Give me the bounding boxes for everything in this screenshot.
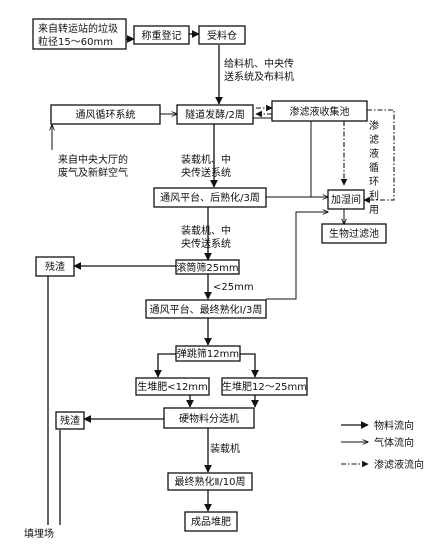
node-post-ripen-label: 通风平台、后熟化/3周: [160, 191, 260, 204]
node-hard-sep: 硬物料分选机: [163, 407, 255, 429]
node-weigh: 称重登记: [133, 25, 190, 45]
label-leachate-cycle-3: 液: [369, 147, 379, 160]
label-leachate-cycle-1: 渗: [369, 119, 379, 132]
nodes: 来自转运站的垃圾 粒径15～60mm 称重登记 受料仓 通风循环系统 隧道发酵/…: [32, 18, 387, 532]
edges: [47, 30, 395, 525]
label-feeder-line2: 送系统及布料机: [224, 70, 294, 83]
node-residue-2-label: 残渣: [60, 414, 80, 427]
legend-leachate-label: 渗滤液流向: [374, 458, 424, 471]
node-final-ripen-2-label: 最终熟化Ⅱ/10周: [174, 475, 245, 488]
node-bin-label: 受料仓: [207, 29, 237, 42]
edge-bouncescreen-rawfine: [154, 353, 176, 378]
label-leachate-cycle-5: 环: [369, 177, 379, 188]
node-source-line2: 粒径15～60mm: [38, 35, 113, 48]
label-air-source-line2: 废气及新鲜空气: [58, 166, 128, 179]
node-raw-fine-label: 生堆肥<12mm: [137, 380, 208, 393]
legend-material-label: 物料流向: [374, 419, 414, 432]
node-tunnel-label: 隧道发酵/2周: [185, 108, 245, 121]
labels: 给料机、中央传 送系统及布料机 来自中央大厅的 废气及新鲜空气 装载机、中 央传…: [24, 57, 379, 540]
edge-tunnel-humidifier: [253, 117, 328, 197]
label-loader-1-line1: 装载机、中: [181, 153, 231, 166]
node-hard-sep-label: 硬物料分选机: [179, 412, 239, 425]
node-source-line1: 来自转运站的垃圾: [38, 22, 118, 35]
node-product: 成品堆肥: [184, 511, 238, 532]
legend-gas-label: 气体流向: [374, 436, 414, 449]
node-humidifier: 加湿间: [327, 189, 365, 210]
label-leachate-cycle-4: 循: [369, 161, 379, 174]
label-loader-2-line2: 央传送系统: [181, 237, 231, 250]
label-loader-1-line2: 央传送系统: [181, 166, 231, 179]
label-feeder-line1: 给料机、中央传: [224, 57, 294, 70]
label-leachate-cycle-6: 利: [369, 190, 379, 202]
node-product-label: 成品堆肥: [191, 516, 231, 528]
node-drum-screen-label: 滚筒筛25mm: [176, 261, 238, 274]
node-final-ripen-1-label: 通风平台、最终熟化Ⅰ/3周: [150, 303, 263, 316]
node-biofilter-label: 生物过滤池: [329, 227, 379, 240]
legend: 物料流向 气体流向 渗滤液流向: [374, 419, 424, 471]
node-post-ripen: 通风平台、后熟化/3周: [153, 187, 267, 208]
node-source: 来自转运站的垃圾 粒径15～60mm: [32, 18, 127, 50]
node-final-ripen-1: 通风平台、最终熟化Ⅰ/3周: [145, 299, 267, 319]
label-loader-3: 装载机: [210, 442, 240, 455]
node-drum-screen: 滚筒筛25mm: [175, 259, 240, 275]
node-vent: 通风循环系统: [50, 104, 161, 125]
edge-bouncescreen-rawcoarse: [240, 353, 259, 378]
node-biofilter: 生物过滤池: [321, 223, 387, 244]
edge-finalripen1-humidifier: [266, 212, 328, 300]
node-raw-coarse: 生堆肥12～25mm: [221, 377, 308, 396]
node-final-ripen-2: 最终熟化Ⅱ/10周: [167, 472, 253, 491]
node-raw-fine: 生堆肥<12mm: [135, 377, 210, 396]
edge-leachate-recycle: [363, 109, 395, 204]
label-air-source-line1: 来自中央大厅的: [58, 153, 128, 166]
label-landfill: 填埋场: [24, 527, 54, 540]
node-vent-label: 通风循环系统: [76, 108, 136, 121]
label-leachate-cycle-7: 用: [369, 205, 379, 216]
node-bounce-screen-label: 弹跳筛12mm: [177, 347, 239, 360]
node-leachate-pool: 渗滤液收集池: [271, 100, 368, 122]
node-tunnel: 隧道发酵/2周: [176, 104, 254, 125]
label-lt25: <25mm: [213, 282, 254, 293]
node-residue-2: 残渣: [55, 411, 85, 430]
label-leachate-cycle-2: 滤: [369, 133, 379, 146]
node-residue-1: 残渣: [35, 256, 75, 277]
label-loader-2-line1: 装载机、中: [181, 224, 231, 237]
node-humidifier-label: 加湿间: [331, 193, 361, 206]
node-bin: 受料仓: [198, 25, 246, 45]
node-weigh-label: 称重登记: [142, 29, 182, 42]
node-leachate-pool-label: 渗滤液收集池: [290, 105, 350, 118]
node-bounce-screen: 弹跳筛12mm: [175, 345, 241, 362]
node-raw-coarse-label: 生堆肥12～25mm: [222, 380, 307, 393]
node-residue-1-label: 残渣: [45, 260, 65, 273]
